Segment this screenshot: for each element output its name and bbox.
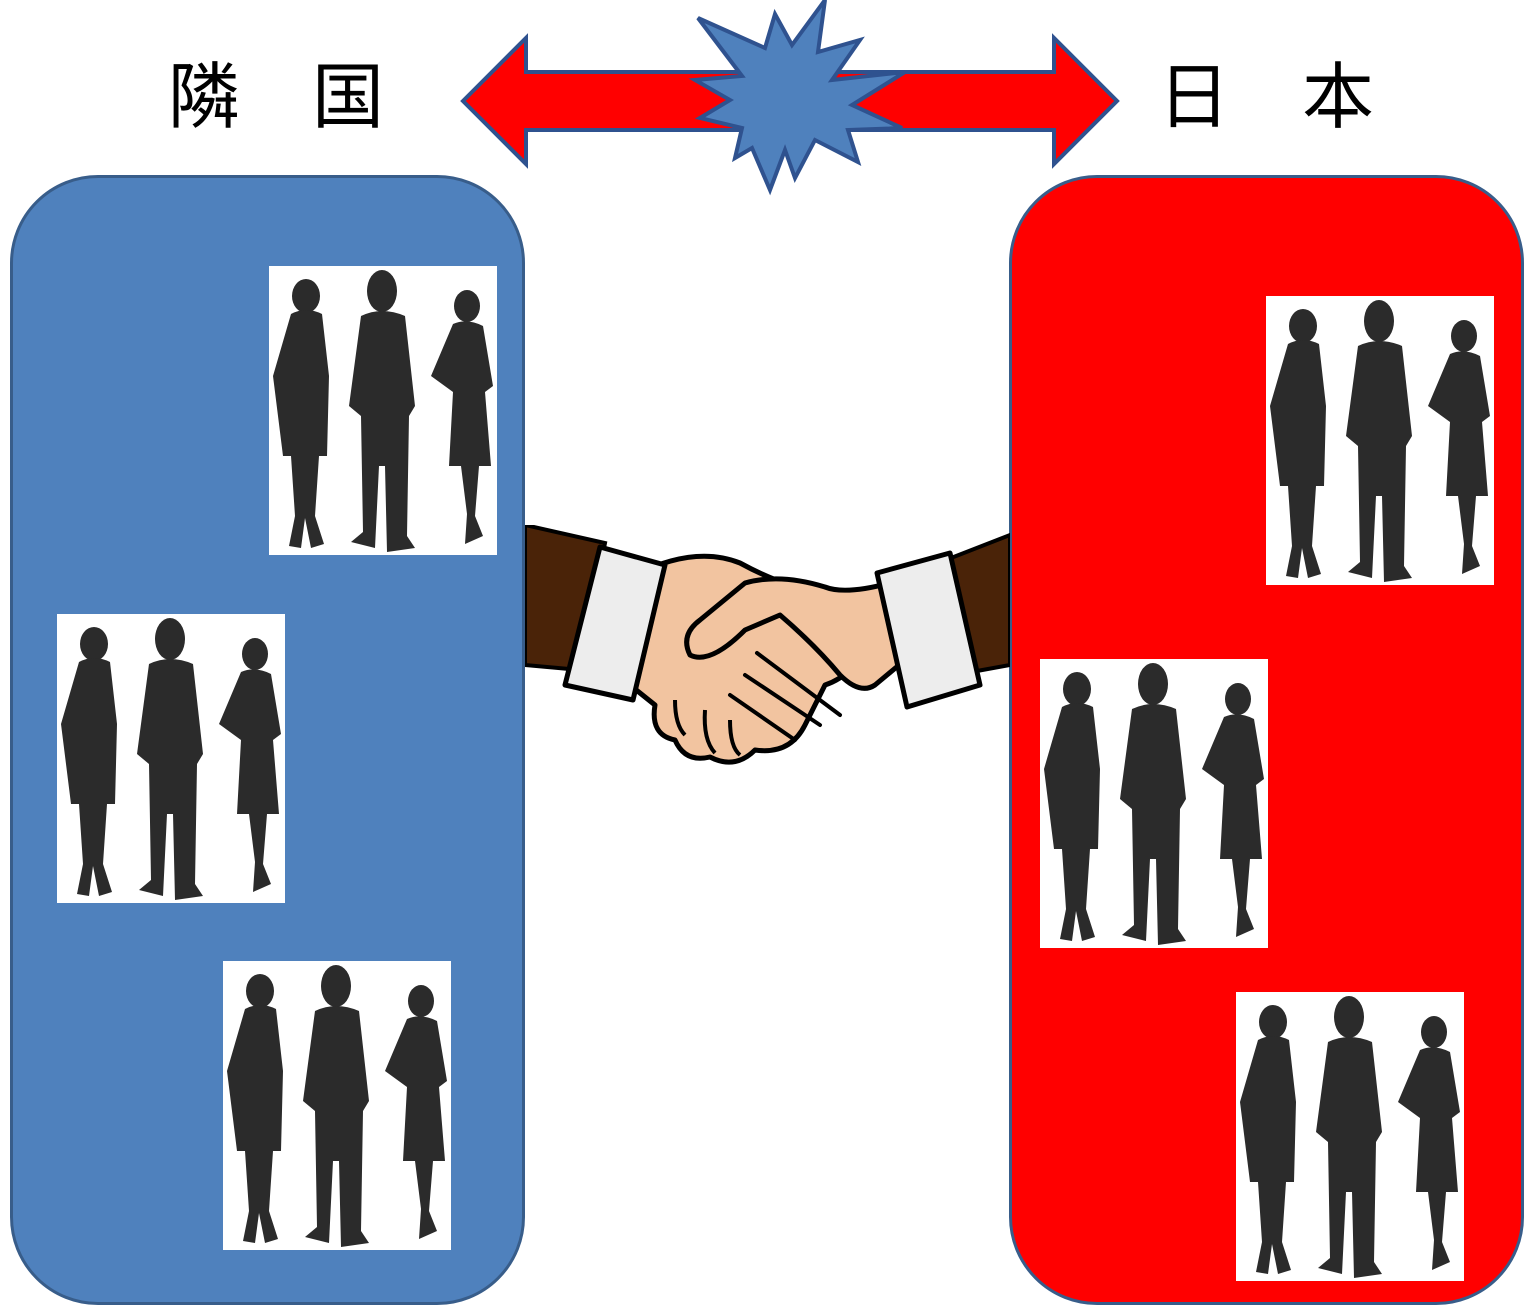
people-silhouette-icon	[269, 266, 497, 555]
people-silhouette-icon	[1040, 659, 1268, 948]
label-japan: 日 本	[1158, 55, 1375, 139]
handshake-icon	[525, 525, 1010, 765]
people-silhouette-icon	[1236, 992, 1464, 1281]
people-silhouette-icon	[1266, 296, 1494, 585]
people-silhouette-icon	[57, 614, 285, 903]
people-silhouette-icon	[223, 961, 451, 1250]
double-headed-arrow-icon	[460, 33, 1120, 169]
explosion-burst-icon	[688, 0, 907, 196]
label-neighbor-country: 隣 国	[168, 55, 385, 139]
